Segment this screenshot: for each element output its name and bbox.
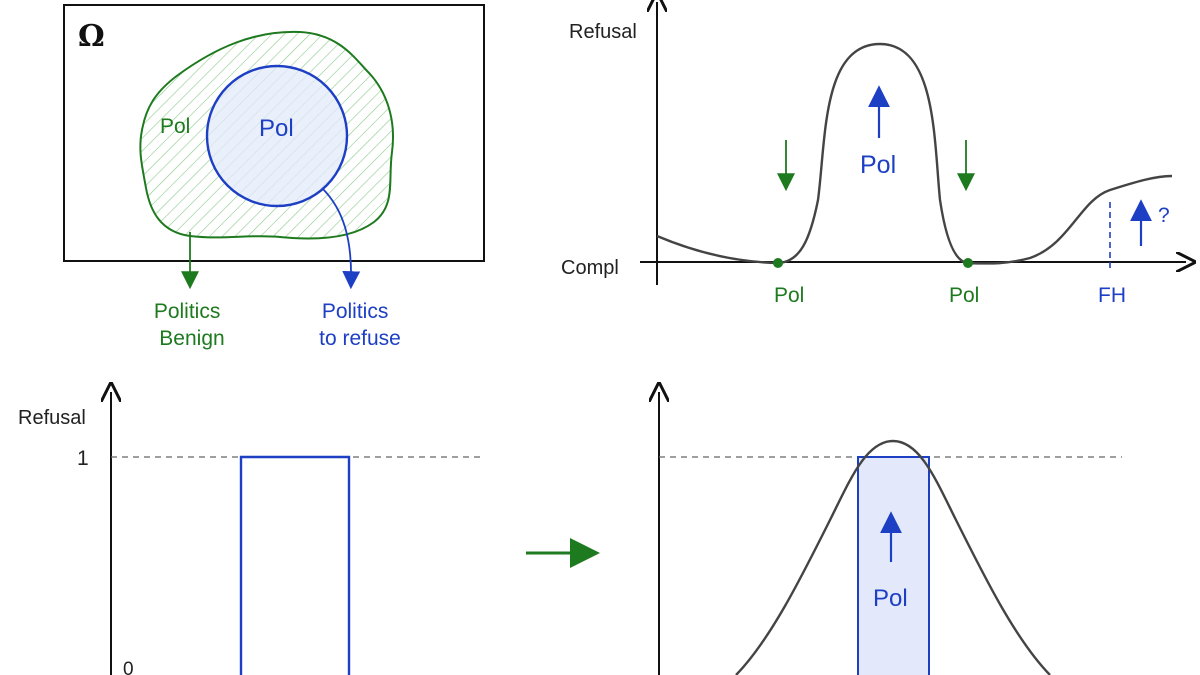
- refusal-step-box: [239, 455, 351, 675]
- omega-label: Ω: [78, 19, 105, 54]
- bl-tick-0: 0: [123, 659, 134, 675]
- smoothed-curve-panel: Pol: [659, 392, 1122, 675]
- pol-highlight-band: [857, 456, 930, 675]
- outer-pol-label: Pol: [160, 115, 190, 138]
- tick-label-pol-left: Pol: [774, 284, 804, 307]
- refusal-curve-panel: Refusal Compl Pol Pol Pol FH ?: [561, 2, 1186, 307]
- step-function-panel: Refusal 1 0: [18, 392, 483, 675]
- benign-caption-line1: Politics: [154, 300, 221, 323]
- refuse-caption-line1: Politics: [322, 300, 389, 323]
- tick-label-pol-right: Pol: [949, 284, 979, 307]
- br-center-label: Pol: [873, 585, 908, 612]
- benign-caption: Politics Benign: [154, 300, 226, 350]
- fh-label: FH: [1098, 284, 1126, 307]
- refuse-pointer-arrow: [321, 187, 361, 290]
- tr-center-label: Pol: [860, 151, 896, 179]
- tr-y-axis-label: Refusal: [569, 21, 637, 43]
- benign-point-left: [773, 258, 783, 268]
- benign-caption-line2: Benign: [159, 327, 224, 350]
- politics-refuse-circle: [205, 64, 349, 208]
- bl-y-axis-label: Refusal: [18, 407, 86, 429]
- refuse-caption-line2: to refuse: [319, 327, 401, 350]
- bl-tick-1: 1: [77, 447, 89, 470]
- refusal-curve: [656, 42, 1173, 265]
- venn-panel: Ω Pol Pol Politics Benign Politics to re…: [63, 4, 485, 350]
- refuse-caption: Politics to refuse: [319, 300, 401, 350]
- omega-box: [63, 4, 485, 262]
- tr-x-axis-label: Compl: [561, 257, 619, 279]
- benign-point-right: [963, 258, 973, 268]
- smoothed-refusal-curve: [735, 439, 1051, 675]
- question-mark: ?: [1158, 204, 1170, 227]
- inner-pol-label: Pol: [259, 115, 294, 142]
